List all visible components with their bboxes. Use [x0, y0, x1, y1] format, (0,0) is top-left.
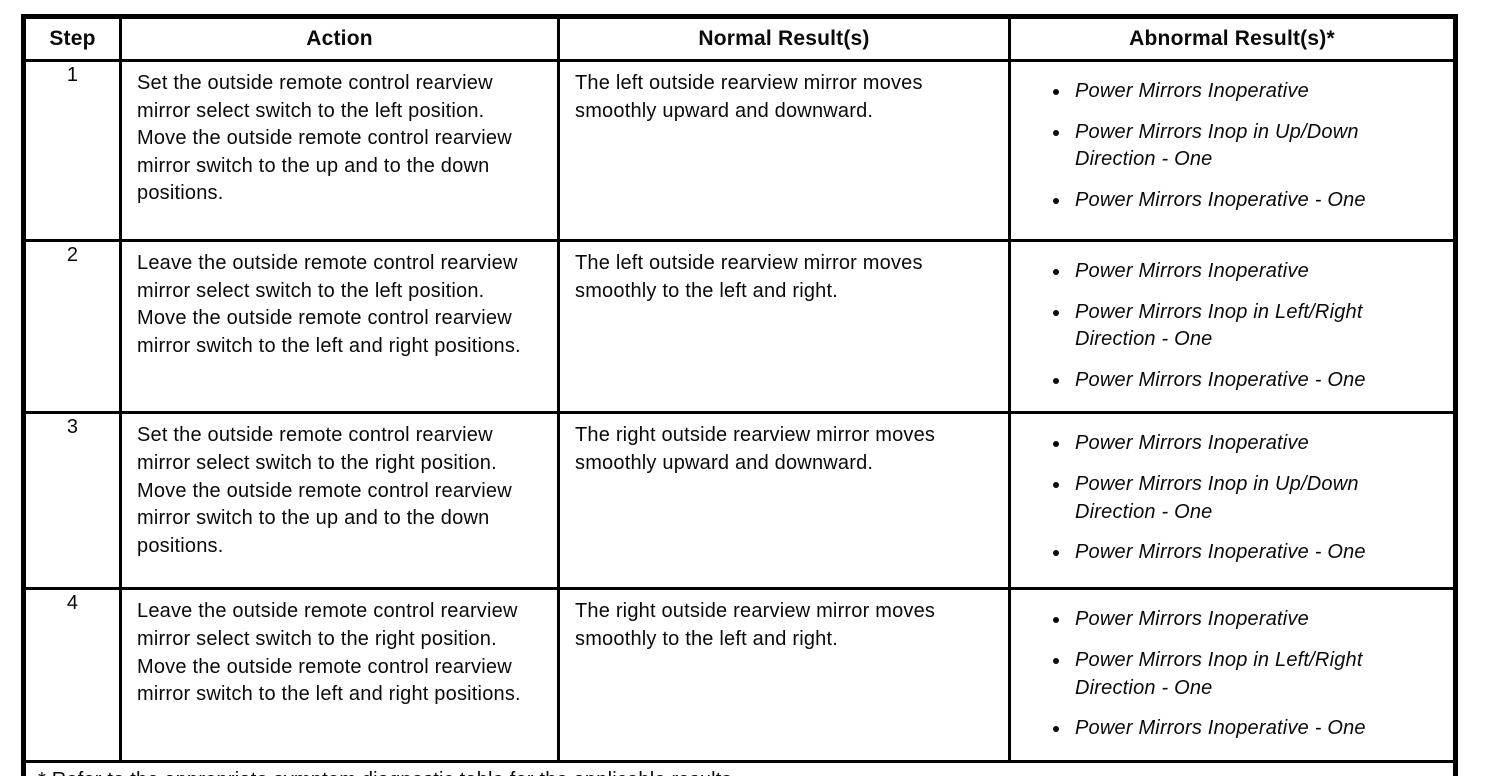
normal-result-text: The right outside rearview mirror moves …: [557, 587, 1011, 763]
table-row: 1 Set the outside remote control rearvie…: [22, 59, 1457, 242]
normal-result-text: The left outside rearview mirror moves s…: [557, 59, 1011, 242]
abnormal-result-item: Power Mirrors Inoperative - One: [1071, 187, 1443, 215]
table-row: 4 Leave the outside remote control rearv…: [22, 587, 1457, 763]
step-number: 4: [22, 587, 122, 763]
abnormal-result-item: Power Mirrors Inoperative: [1071, 258, 1443, 286]
abnormal-result-item: Power Mirrors Inoperative - One: [1071, 367, 1443, 395]
col-header-action: Action: [119, 15, 560, 62]
abnormal-result-item: Power Mirrors Inoperative - One: [1071, 539, 1443, 567]
action-text: Set the outside remote control rearview …: [119, 59, 560, 242]
abnormal-result-item: Power Mirrors Inop in Up/Down Direction …: [1071, 471, 1443, 526]
footnote-row: * Refer to the appropriate symptom diagn…: [22, 759, 1457, 776]
footnote-text: * Refer to the appropriate symptom diagn…: [22, 759, 1457, 776]
abnormal-result-item: Power Mirrors Inop in Up/Down Direction …: [1071, 119, 1443, 174]
abnormal-result-list: Power Mirrors Inoperative Power Mirrors …: [1008, 411, 1457, 591]
table-row: 2 Leave the outside remote control rearv…: [22, 238, 1457, 415]
step-number: 3: [22, 411, 122, 591]
normal-result-text: The left outside rearview mirror moves s…: [557, 238, 1011, 415]
table-header-row: Step Action Normal Result(s) Abnormal Re…: [22, 15, 1457, 62]
action-text: Leave the outside remote control rearvie…: [119, 238, 560, 415]
step-number: 2: [22, 238, 122, 415]
abnormal-result-list: Power Mirrors Inoperative Power Mirrors …: [1008, 238, 1457, 415]
action-text: Leave the outside remote control rearvie…: [119, 587, 560, 763]
abnormal-result-list: Power Mirrors Inoperative Power Mirrors …: [1008, 587, 1457, 763]
abnormal-result-item: Power Mirrors Inoperative: [1071, 78, 1443, 106]
action-text: Set the outside remote control rearview …: [119, 411, 560, 591]
table-row: 3 Set the outside remote control rearvie…: [22, 411, 1457, 591]
abnormal-result-item: Power Mirrors Inoperative: [1071, 430, 1443, 458]
diagnostic-steps-table: Step Action Normal Result(s) Abnormal Re…: [21, 14, 1458, 776]
abnormal-result-list: Power Mirrors Inoperative Power Mirrors …: [1008, 59, 1457, 242]
col-header-abnormal-result: Abnormal Result(s)*: [1008, 15, 1457, 62]
normal-result-text: The right outside rearview mirror moves …: [557, 411, 1011, 591]
col-header-step: Step: [22, 15, 122, 62]
step-number: 1: [22, 59, 122, 242]
abnormal-result-item: Power Mirrors Inoperative - One: [1071, 715, 1443, 743]
abnormal-result-item: Power Mirrors Inop in Left/Right Directi…: [1071, 647, 1443, 702]
abnormal-result-item: Power Mirrors Inoperative: [1071, 606, 1443, 634]
abnormal-result-item: Power Mirrors Inop in Left/Right Directi…: [1071, 299, 1443, 354]
col-header-normal-result: Normal Result(s): [557, 15, 1011, 62]
